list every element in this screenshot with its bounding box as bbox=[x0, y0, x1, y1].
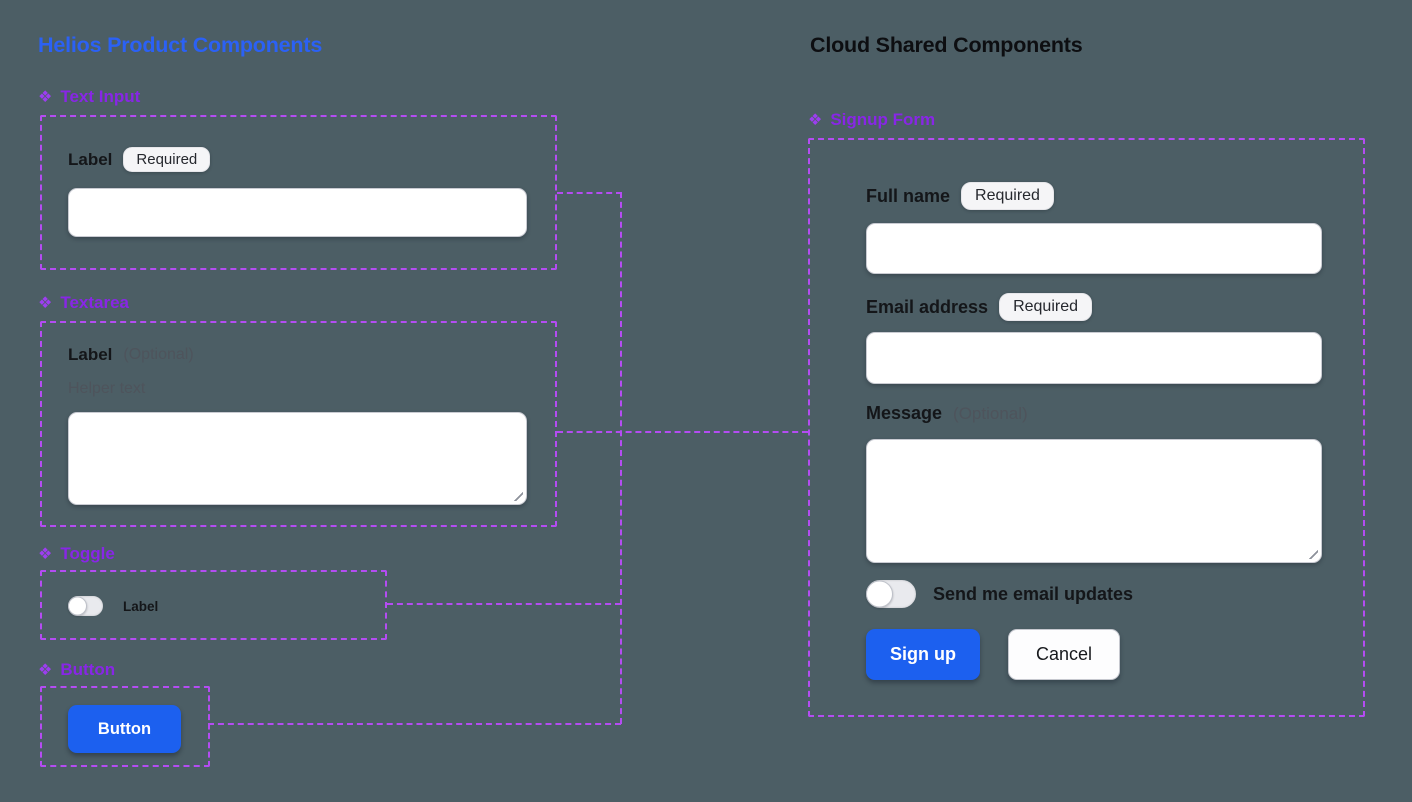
sign-up-button[interactable]: Sign up bbox=[866, 629, 980, 680]
field-label: Label bbox=[68, 345, 113, 364]
email-label-row: Email address Required bbox=[866, 293, 1092, 321]
required-badge: Required bbox=[961, 182, 1054, 210]
connector-text-input bbox=[557, 192, 622, 194]
message-textarea[interactable] bbox=[866, 439, 1322, 563]
component-tag-label: Toggle bbox=[60, 544, 115, 563]
toggle-knob bbox=[68, 596, 87, 616]
component-icon: ❖ bbox=[38, 293, 53, 312]
email-updates-row: Send me email updates bbox=[866, 580, 1133, 608]
optional-tag: (Optional) bbox=[123, 346, 194, 363]
required-badge: Required bbox=[999, 293, 1092, 321]
component-tag-button: ❖ Button bbox=[38, 660, 115, 680]
toggle-row: Label bbox=[68, 596, 158, 616]
toggle-knob bbox=[866, 580, 893, 608]
component-tag-label: Textarea bbox=[60, 293, 130, 312]
component-icon: ❖ bbox=[38, 544, 53, 563]
right-panel-title: Cloud Shared Components bbox=[810, 33, 1083, 57]
signup-form-frame: Full name Required Email address Require… bbox=[808, 138, 1365, 717]
component-tag-signup-form: ❖ Signup Form bbox=[808, 110, 935, 130]
connector-trunk bbox=[620, 192, 622, 724]
component-tag-label: Signup Form bbox=[830, 110, 936, 129]
component-tag-label: Text Input bbox=[60, 87, 141, 106]
field-label: Message bbox=[866, 403, 943, 423]
sample-button[interactable]: Button bbox=[68, 705, 181, 753]
component-tag-textarea: ❖ Textarea bbox=[38, 293, 129, 313]
email-updates-toggle[interactable] bbox=[866, 580, 916, 608]
text-input-label-row: Label Required bbox=[68, 147, 211, 172]
cancel-button[interactable]: Cancel bbox=[1008, 629, 1120, 680]
component-tag-toggle: ❖ Toggle bbox=[38, 544, 115, 564]
full-name-input[interactable] bbox=[866, 223, 1322, 274]
field-label: Email address bbox=[866, 296, 989, 317]
required-badge: Required bbox=[123, 147, 211, 172]
left-panel-title: Helios Product Components bbox=[38, 33, 323, 57]
helper-text: Helper text bbox=[68, 380, 146, 397]
component-icon: ❖ bbox=[808, 110, 823, 129]
email-input[interactable] bbox=[866, 332, 1322, 384]
component-icon: ❖ bbox=[38, 660, 53, 679]
textarea-field[interactable] bbox=[68, 412, 527, 505]
toggle-component-frame: Label bbox=[40, 570, 387, 640]
field-label: Label bbox=[68, 149, 113, 169]
textarea-component-frame: Label (Optional) Helper text bbox=[40, 321, 557, 527]
field-label: Full name bbox=[866, 185, 951, 206]
toggle-label: Label bbox=[123, 598, 159, 614]
button-component-frame: Button bbox=[40, 686, 210, 767]
connector-button bbox=[208, 723, 621, 725]
email-updates-label: Send me email updates bbox=[933, 583, 1134, 604]
optional-tag: (Optional) bbox=[953, 403, 1028, 423]
full-name-label-row: Full name Required bbox=[866, 182, 1054, 210]
toggle-switch[interactable] bbox=[68, 596, 103, 616]
text-input-component-frame: Label Required bbox=[40, 115, 557, 270]
connector-textarea-to-form bbox=[557, 431, 808, 433]
component-tag-text-input: ❖ Text Input bbox=[38, 87, 140, 107]
connector-toggle bbox=[387, 603, 621, 605]
component-tag-label: Button bbox=[60, 660, 116, 679]
component-icon: ❖ bbox=[38, 87, 53, 106]
text-input-field[interactable] bbox=[68, 188, 527, 237]
message-label-row: Message (Optional) bbox=[866, 403, 1028, 424]
textarea-label-row: Label (Optional) bbox=[68, 345, 194, 365]
